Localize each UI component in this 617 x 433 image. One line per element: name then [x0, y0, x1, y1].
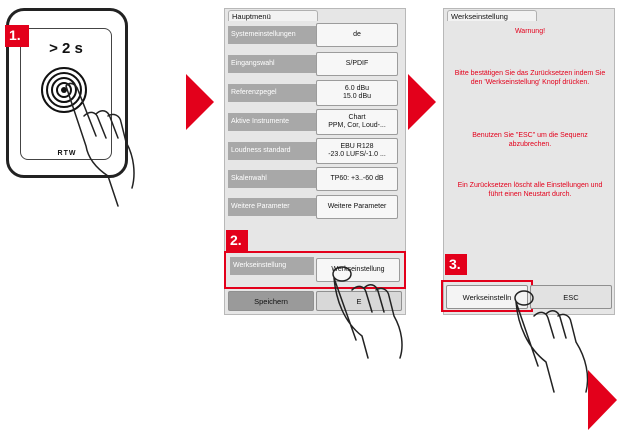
hold-duration-label: > 2 s [49, 40, 83, 57]
step-3-badge: 3. [445, 254, 467, 275]
menu-row-label: Referenzpegel [228, 84, 316, 102]
confirm-instruction: Bitte bestätigen Sie das Zurücksetzen in… [454, 70, 606, 86]
step-2-badge: 2. [226, 230, 248, 251]
reset-dialog-screen [443, 8, 615, 315]
input-select-button[interactable]: S/PDIF [316, 52, 398, 76]
confirm-reset-label: Werkseinstell [462, 292, 508, 302]
rtw-logo: RTW [57, 150, 77, 157]
warning-heading: Warnung! [514, 28, 546, 35]
menu-row-label: Eingangswahl [228, 55, 316, 73]
menu-row-input: Eingangswahl [228, 51, 402, 77]
menu-row-loudness: Loudness standard [228, 138, 402, 164]
next-arrow-icon [186, 74, 214, 130]
menu-row-label: Systemeinstellungen [228, 26, 316, 44]
escape-instruction: Benutzen Sie "ESC" um die Sequenz abzubr… [472, 132, 588, 148]
menu-row-label: Aktive Instrumente [228, 113, 316, 131]
save-button[interactable]: Speichern [228, 291, 314, 311]
restart-notice: Ein Zurücksetzen löscht alle Einstellung… [457, 182, 603, 198]
menu-row-instruments: Aktive Instrumente [228, 109, 402, 135]
reset-dialog-title: Werkseinstellung [447, 10, 537, 21]
reference-level-button[interactable]: 6.0 dBu 15.0 dBu [316, 80, 398, 106]
loudness-standard-button[interactable]: EBU R128 -23.0 LUFS/-1.0 ... [316, 138, 398, 164]
next-arrow-icon [408, 74, 436, 130]
loudness-line1: EBU R128 [340, 143, 374, 150]
menu-row-system: Systemeinstellungen [228, 22, 402, 48]
scale-select-button[interactable]: TP60: +3..-60 dB [316, 167, 398, 191]
device-panel [20, 28, 112, 160]
factory-reset-label: Werkseinstellung [230, 257, 314, 275]
hand-press-icon [65, 82, 135, 207]
system-settings-button[interactable]: de [316, 23, 398, 47]
menu-row-label: Skalenwahl [228, 170, 316, 188]
hand-tap-icon [514, 290, 589, 393]
factory-reset-button[interactable]: Werkseinstellung [316, 258, 400, 282]
reference-level-line2: 15.0 dBu [342, 93, 372, 100]
hand-tap-icon [332, 266, 403, 359]
escape-button[interactable]: ESC [530, 285, 612, 309]
reference-level-line1: 6.0 dBu [344, 85, 370, 92]
menu-row-label: Loudness standard [228, 142, 316, 160]
confirm-reset-label-tail: n [507, 292, 512, 302]
next-arrow-icon [588, 370, 617, 430]
step-1-badge: 1. [5, 25, 29, 47]
main-menu-title: Hauptmenü [228, 10, 318, 21]
instruments-line1: Chart [348, 114, 366, 121]
menu-row-scale: Skalenwahl [228, 166, 402, 192]
encoder-knob-icon[interactable] [40, 66, 88, 114]
menu-row-reference: Referenzpegel [228, 80, 402, 106]
menu-row-label: Weitere Parameter [228, 198, 316, 216]
instruments-line2: PPM, Cor, Loud-... [328, 122, 386, 129]
more-parameters-button[interactable]: Weitere Parameter [316, 195, 398, 219]
menu-row-more: Weitere Parameter [228, 194, 402, 220]
active-instruments-button[interactable]: Chart PPM, Cor, Loud-... [316, 109, 398, 135]
loudness-line2: -23.0 LUFS/-1.0 ... [328, 151, 386, 158]
